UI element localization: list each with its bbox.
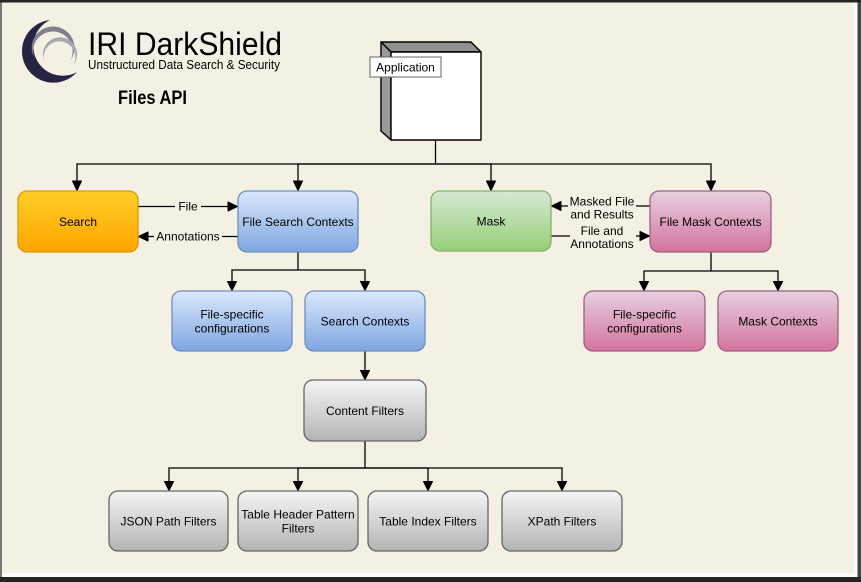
svg-text:Unstructured Data Search & Sec: Unstructured Data Search & Security — [88, 57, 280, 72]
svg-text:and Results: and Results — [570, 208, 633, 222]
svg-text:Annotations: Annotations — [156, 230, 219, 244]
svg-text:File: File — [178, 200, 198, 214]
svg-text:Table Index Filters: Table Index Filters — [379, 515, 476, 529]
svg-text:JSON Path Filters: JSON Path Filters — [120, 515, 216, 529]
svg-text:File Search Contexts: File Search Contexts — [242, 215, 353, 229]
svg-text:Table Header Pattern: Table Header Pattern — [241, 508, 354, 522]
svg-text:Files API: Files API — [118, 88, 187, 109]
svg-text:configurations: configurations — [195, 322, 270, 336]
svg-text:configurations: configurations — [607, 322, 682, 336]
svg-text:Annotations: Annotations — [570, 237, 633, 251]
svg-text:Application: Application — [376, 61, 435, 75]
svg-text:Filters: Filters — [282, 522, 315, 536]
svg-text:IRI DarkShield: IRI DarkShield — [88, 26, 282, 62]
svg-text:File Mask Contexts: File Mask Contexts — [659, 215, 761, 229]
svg-text:Mask: Mask — [477, 215, 507, 229]
svg-text:Search Contexts: Search Contexts — [321, 315, 410, 329]
svg-text:Search: Search — [59, 215, 97, 229]
svg-text:File and: File and — [581, 224, 624, 238]
svg-text:File-specific: File-specific — [200, 308, 263, 322]
svg-text:Mask Contexts: Mask Contexts — [738, 315, 817, 329]
svg-text:Content Filters: Content Filters — [326, 404, 404, 418]
svg-text:File-specific: File-specific — [613, 308, 676, 322]
svg-text:XPath Filters: XPath Filters — [528, 515, 597, 529]
svg-text:Masked File: Masked File — [570, 195, 635, 209]
